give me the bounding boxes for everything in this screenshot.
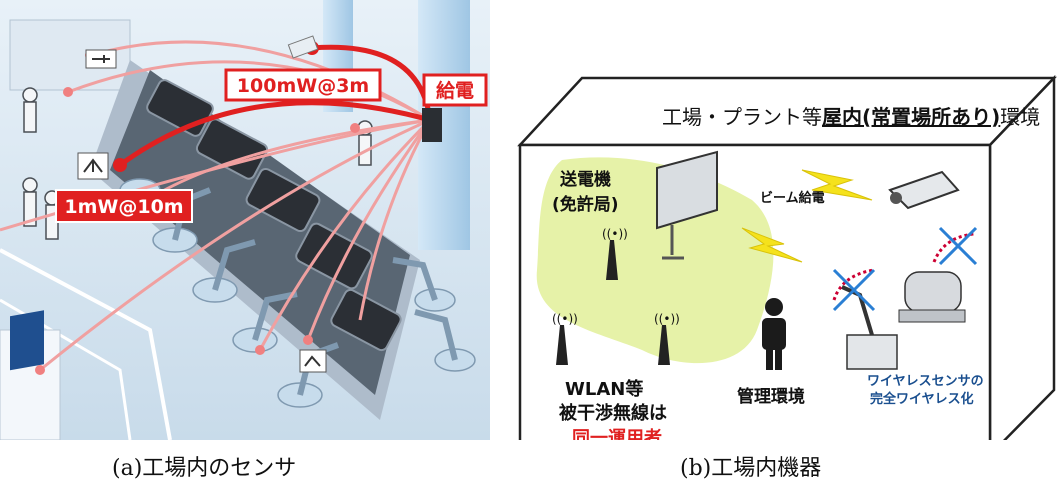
camera-icon [888, 170, 960, 210]
factory-sensor-panel: 給電 100mW@3m 1mW@10m [0, 0, 490, 441]
svg-text:((•)): ((•)) [552, 312, 578, 326]
wireless-sensor-label: ワイヤレスセンサの [867, 374, 984, 389]
wlan-label: WLAN等 [565, 378, 643, 400]
factory-equipment-panel: 工場・プラント等屋内(常置場所あり)環境 送電機 (免許局) ビーム給電 ((•… [512, 0, 1059, 459]
motor-icon [898, 271, 966, 323]
camera-sensor [287, 35, 319, 59]
monitor-screen [10, 310, 44, 371]
interfered-radio-label: 被干渉無線は [559, 402, 667, 424]
beam-feed-label: ビーム給電 [760, 190, 825, 206]
beam-bolts [741, 169, 873, 263]
management-label: 管理環境 [737, 386, 805, 407]
sensor-icon [85, 49, 117, 69]
transmitter-unit [422, 108, 442, 142]
caption-panel-a: (a)工場内のセンサ [112, 456, 297, 481]
label-far-power: 1mW@10m [55, 189, 193, 223]
factory-environment-diagram: 工場・プラント等屋内(常置場所あり)環境 送電機 (免許局) ビーム給電 ((•… [517, 74, 1057, 459]
same-operator-label: 同一運用者 [572, 428, 662, 440]
robot-arm-icon [841, 285, 898, 370]
svg-text:((•)): ((•)) [654, 312, 680, 326]
transmitter-label: 送電機 [560, 169, 611, 190]
caption-panel-b: (b)工場内機器 [680, 456, 822, 481]
transmitter-license-label: (免許局) [552, 194, 619, 215]
sensor-icon [299, 349, 327, 373]
svg-text:給電: 給電 [436, 79, 474, 102]
svg-text:100mW@3m: 100mW@3m [237, 75, 369, 97]
robot-arms [119, 178, 476, 408]
transmitter-icon [656, 150, 718, 260]
sensor-icon [77, 152, 109, 180]
label-power-feed: 給電 [422, 73, 488, 107]
svg-text:((•)): ((•)) [602, 227, 628, 241]
label-near-power: 100mW@3m [224, 68, 382, 102]
antenna-icons: ((•)) ((•)) ((•)) [552, 227, 680, 365]
floor-lane-line [0, 248, 172, 441]
workers [22, 87, 373, 240]
cable-removed-icon [832, 226, 978, 312]
environment-title: 工場・プラント等屋内(常置場所あり)環境 [662, 105, 1040, 129]
full-wireless-label: 完全ワイヤレス化 [870, 391, 974, 407]
factory-floor-illustration: 給電 100mW@3m 1mW@10m [0, 0, 490, 441]
svg-text:1mW@10m: 1mW@10m [64, 196, 183, 218]
person-icon [762, 298, 786, 370]
